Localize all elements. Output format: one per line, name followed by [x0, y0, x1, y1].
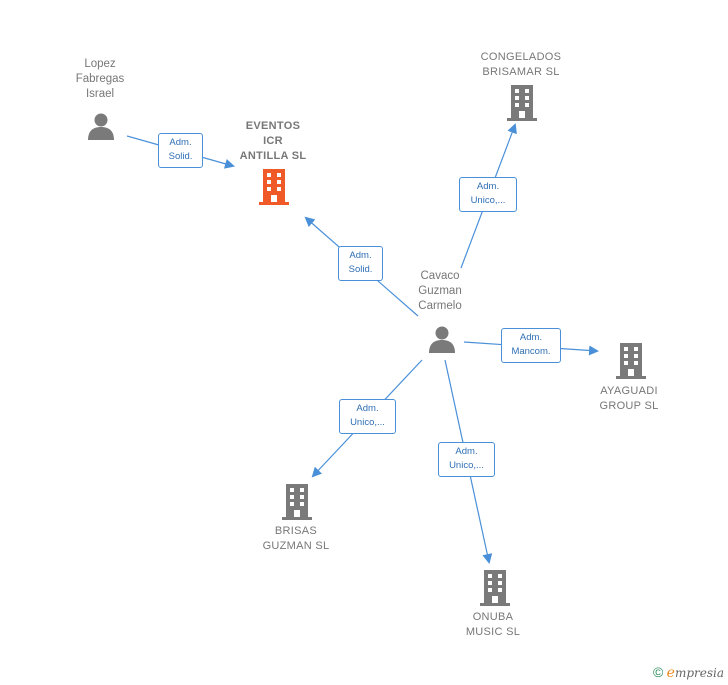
- edge-label-lopez-eventos[interactable]: Adm. Solid.: [158, 133, 203, 168]
- company-label-onuba[interactable]: ONUBA MUSIC SL: [465, 611, 521, 638]
- edge-label-cavaco-ayaguadi[interactable]: Adm. Mancom.: [501, 328, 561, 363]
- edge-label-cavaco-eventos[interactable]: Adm. Solid.: [338, 246, 383, 281]
- edge-label-cavaco-congelados[interactable]: Adm. Unico,...: [459, 177, 517, 212]
- building-icon[interactable]: [281, 484, 313, 520]
- edge-label-cavaco-onuba[interactable]: Adm. Unico,...: [438, 442, 495, 477]
- building-icon[interactable]: [506, 85, 538, 121]
- company-label-eventos[interactable]: EVENTOS ICR ANTILLA SL: [239, 120, 307, 162]
- brand-text: mpresia: [674, 666, 724, 680]
- person-label-lopez[interactable]: Lopez Fabregas Israel: [75, 58, 125, 100]
- building-icon[interactable]: [258, 169, 290, 205]
- building-icon[interactable]: [615, 343, 647, 379]
- company-label-brisas[interactable]: BRISAS GUZMAN SL: [262, 525, 330, 552]
- copyright-symbol: ©: [652, 664, 664, 680]
- brand-e: e: [666, 665, 675, 681]
- company-label-ayaguadi[interactable]: AYAGUADI GROUP SL: [599, 385, 659, 412]
- person-icon[interactable]: [427, 324, 457, 354]
- building-icon[interactable]: [479, 570, 511, 606]
- edge-label-cavaco-brisas[interactable]: Adm. Unico,...: [339, 399, 396, 434]
- company-label-congelados[interactable]: CONGELADOS BRISAMAR SL: [480, 51, 562, 78]
- empresia-logo: © empresia: [653, 664, 724, 681]
- person-icon[interactable]: [86, 111, 116, 141]
- person-label-cavaco[interactable]: Cavaco Guzman Carmelo: [418, 270, 462, 312]
